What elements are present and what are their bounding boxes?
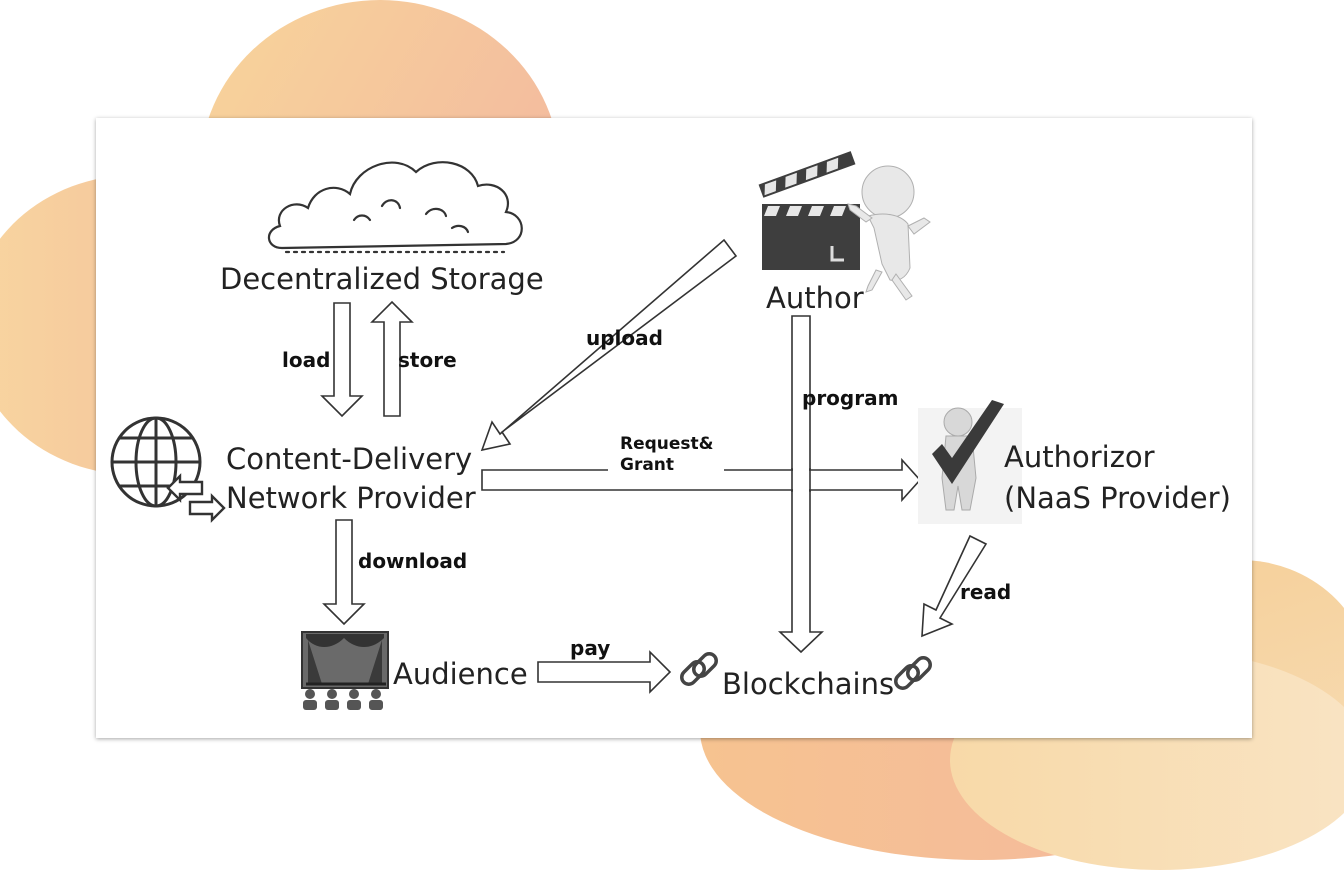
load-label: load	[282, 348, 330, 372]
upload-label: upload	[586, 326, 663, 350]
program-label: program	[802, 386, 898, 410]
request-grant-label-bg	[608, 428, 724, 476]
author-label: Author	[766, 281, 864, 315]
authorizor-label-line1: Authorizor	[1004, 440, 1155, 474]
diagram-card: Decentralized Storage load store Author …	[96, 118, 1252, 738]
store-label: store	[398, 348, 457, 372]
read-label: read	[960, 580, 1011, 604]
pay-arrow	[537, 650, 672, 694]
chain-link-icon-left	[680, 652, 718, 686]
download-label: download	[358, 549, 467, 573]
diagram-canvas: Decentralized Storage load store Author …	[110, 151, 1231, 710]
audience-label: Audience	[393, 657, 528, 691]
load-arrow	[320, 302, 364, 418]
checkmark-figure-icon	[918, 400, 1022, 524]
person-figure-icon	[847, 165, 931, 301]
request-label-line1: Request&	[620, 434, 714, 454]
exchange-arrows-icon	[166, 473, 226, 523]
cdn-label-line2: Network Provider	[226, 481, 476, 515]
request-label-line2: Grant	[620, 455, 674, 475]
cloud-icon	[267, 161, 523, 254]
clapperboard-icon	[758, 151, 860, 270]
program-arrow-crossing	[793, 469, 809, 491]
store-arrow	[370, 300, 414, 417]
cdn-label-line1: Content-Delivery	[226, 442, 472, 476]
read-arrow	[921, 534, 988, 638]
download-arrow	[322, 519, 366, 626]
upload-arrow	[480, 238, 738, 452]
pay-label: pay	[570, 636, 610, 660]
authorizor-label-line2: (NaaS Provider)	[1004, 481, 1231, 515]
storage-label: Decentralized Storage	[220, 262, 544, 296]
blockchains-label: Blockchains	[722, 667, 894, 701]
theater-stage-icon	[301, 631, 389, 710]
chain-link-icon-right	[894, 656, 932, 690]
